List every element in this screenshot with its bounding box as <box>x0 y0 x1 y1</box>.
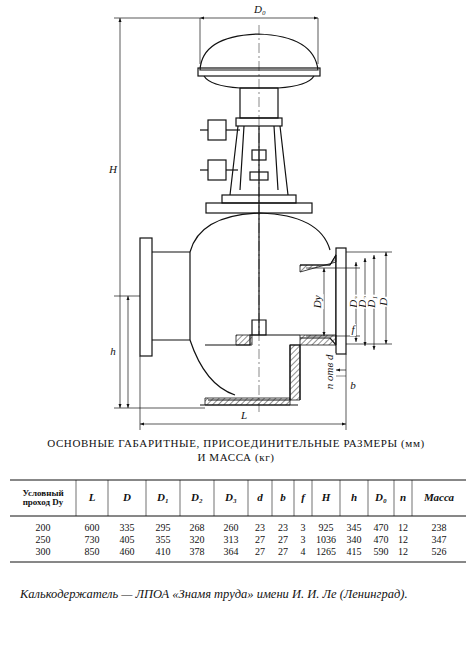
dimension-label: D₁ <box>366 295 378 309</box>
column-rule <box>76 480 77 516</box>
table-cell: 300 <box>10 547 76 558</box>
table-header: L <box>76 492 108 504</box>
table-cell: 355 <box>146 535 180 546</box>
column-rule <box>368 480 369 516</box>
table-header: b <box>272 492 294 504</box>
table-cell: 200 <box>10 523 76 534</box>
table-cell: 925 <box>312 523 340 534</box>
center-line <box>259 25 260 412</box>
table-header: H <box>312 492 340 504</box>
column-rule <box>394 480 395 516</box>
section-hatching <box>205 255 336 405</box>
table-header: Масса <box>412 492 466 504</box>
table-title: ОСНОВНЫЕ ГАБАРИТНЫЕ, ПРИСОЕДИНИТЕЛЬНЫЕ Р… <box>46 437 426 465</box>
table-cell: 238 <box>412 523 466 534</box>
dimension-label: n отв d <box>323 354 335 391</box>
table-cell: 23 <box>272 523 294 534</box>
table-cell: 415 <box>340 547 368 558</box>
column-rule <box>340 480 341 516</box>
table-cell: 730 <box>76 535 108 546</box>
dimension-label: f <box>350 324 355 336</box>
table-cell: 27 <box>248 535 272 546</box>
table-cell: 345 <box>340 523 368 534</box>
table-cell: 12 <box>394 547 412 558</box>
table-cell: 460 <box>108 547 146 558</box>
table-cell: 4 <box>294 547 312 558</box>
column-rule <box>108 480 109 516</box>
table-cell: 3 <box>294 523 312 534</box>
table-cell: 470 <box>368 523 394 534</box>
table-cell: 405 <box>108 535 146 546</box>
table-cell: 1265 <box>312 547 340 558</box>
column-rule <box>412 480 413 516</box>
table-header: D₀ <box>368 492 394 504</box>
table-cell: 347 <box>412 535 466 546</box>
table-cell: 260 <box>214 523 248 534</box>
table-header: D₃ <box>214 492 248 504</box>
table-cell: 12 <box>394 523 412 534</box>
column-rule <box>248 480 249 516</box>
table-cell: 27 <box>248 547 272 558</box>
table-cell: 250 <box>10 535 76 546</box>
table-header: f <box>294 492 312 504</box>
table-cell: 1036 <box>312 535 340 546</box>
caption: Калькодержатель — ЛПОА «Знамя труда» име… <box>20 586 460 603</box>
table-cell: 850 <box>76 547 108 558</box>
column-rule <box>272 480 273 516</box>
dimension-label: D <box>378 297 390 307</box>
table-header: h <box>340 492 368 504</box>
table-header: Условный проход Dу <box>10 489 76 508</box>
table-header: D₁ <box>146 492 180 504</box>
dimension-label: Dу <box>311 295 323 310</box>
dimension-label: b <box>349 380 357 392</box>
table-cell: 12 <box>394 535 412 546</box>
table-cell: 590 <box>368 547 394 558</box>
table-cell: 410 <box>146 547 180 558</box>
table-header: n <box>394 492 412 504</box>
dimension-label: L <box>240 410 248 422</box>
table-rules <box>10 480 466 562</box>
table-cell: 268 <box>180 523 214 534</box>
table-cell: 3 <box>294 535 312 546</box>
table-header: D <box>108 492 146 504</box>
table-cell: 526 <box>412 547 466 558</box>
table-column-rules <box>76 480 412 516</box>
table-cell: 378 <box>180 547 214 558</box>
table-cell: 23 <box>248 523 272 534</box>
table-cell: 295 <box>146 523 180 534</box>
table-cell: 470 <box>368 535 394 546</box>
table-cell: 364 <box>214 547 248 558</box>
column-rule <box>146 480 147 516</box>
table-cell: 600 <box>76 523 108 534</box>
column-rule <box>214 480 215 516</box>
table-cell: 27 <box>272 535 294 546</box>
table-cell: 340 <box>340 535 368 546</box>
dimension-label: H <box>108 164 118 176</box>
column-rule <box>180 480 181 516</box>
column-rule <box>312 480 313 516</box>
table-cell: 27 <box>272 547 294 558</box>
table-cell: 320 <box>180 535 214 546</box>
dimension-label: D₀ <box>253 4 267 16</box>
column-rule <box>294 480 295 516</box>
table-cell: 335 <box>108 523 146 534</box>
table-header: D₂ <box>180 492 214 504</box>
dimension-label: h <box>109 346 117 358</box>
table-header: d <box>248 492 272 504</box>
dimension-lines <box>120 18 386 424</box>
valve-outline <box>114 18 392 430</box>
table-cell: 313 <box>214 535 248 546</box>
